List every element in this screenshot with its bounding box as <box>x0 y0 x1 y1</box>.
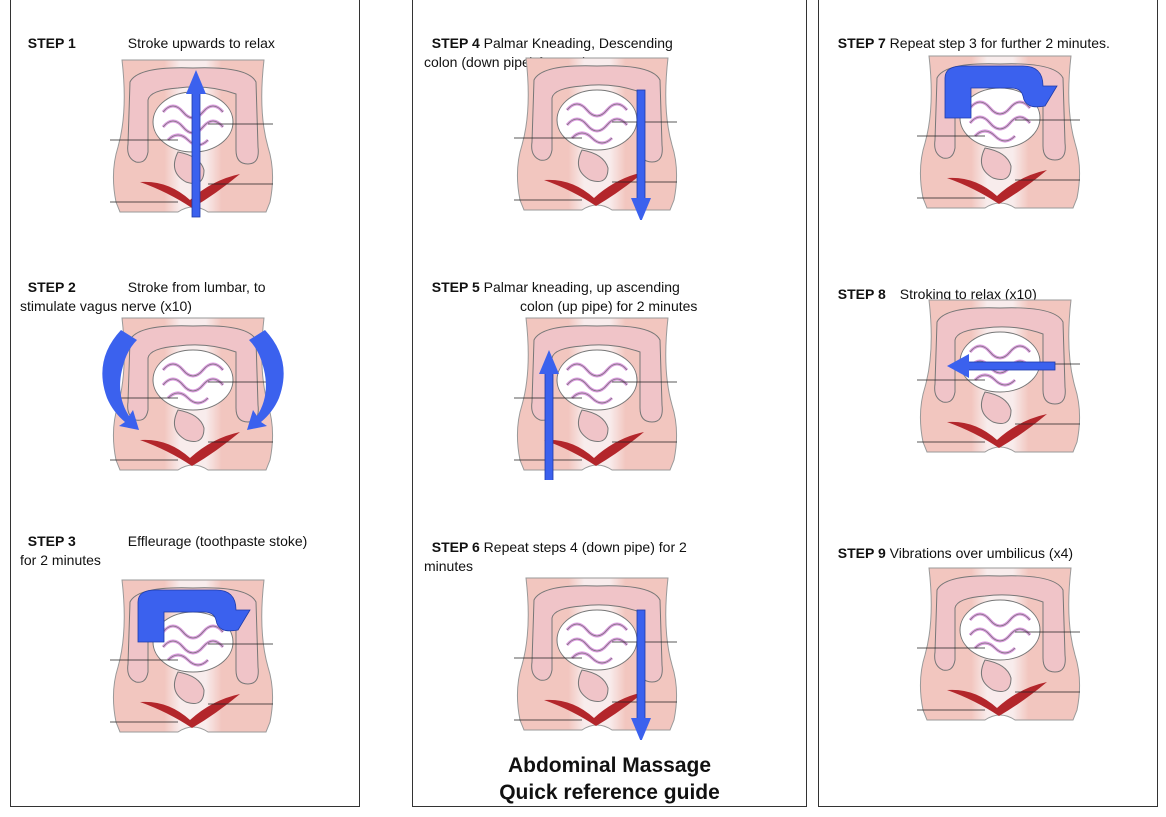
step-text: Stroke from lumbar, to <box>128 279 266 295</box>
step-4-figure <box>512 50 682 220</box>
step-label: STEP 4 <box>432 35 480 51</box>
step-label: STEP 2 <box>28 279 76 295</box>
step-text: Effleurage (toothpaste stoke) <box>128 533 308 549</box>
step-8-figure <box>915 292 1085 462</box>
step-text: Stroke upwards to relax <box>128 35 275 51</box>
step-label: STEP 7 <box>838 35 886 51</box>
step-6-figure <box>512 570 682 740</box>
guide-title-line-1: Abdominal Massage <box>412 752 807 779</box>
step-text: Palmar Kneading, Descending <box>484 35 673 51</box>
step-text: Palmar kneading, up ascending <box>484 279 680 295</box>
step-5-figure <box>512 310 682 480</box>
step-1-heading: STEP 1 Stroke upwards to relax <box>20 15 275 53</box>
step-label: STEP 5 <box>432 279 480 295</box>
step-label: STEP 9 <box>838 545 886 561</box>
step-text: Repeat steps 4 (down pipe) for 2 <box>484 539 687 555</box>
step-text: minutes <box>424 558 473 574</box>
step-6-heading: STEP 6 Repeat steps 4 (down pipe) for 2 m… <box>424 519 687 576</box>
step-label: STEP 3 <box>28 533 76 549</box>
step-7-figure <box>915 48 1085 218</box>
step-9-figure <box>915 560 1085 730</box>
step-text: for 2 minutes <box>20 552 101 568</box>
step-label: STEP 8 <box>838 286 886 302</box>
step-label: STEP 6 <box>432 539 480 555</box>
step-label: STEP 1 <box>28 35 76 51</box>
step-2-figure <box>93 310 293 492</box>
step-9-heading: STEP 9 Vibrations over umbilicus (x4) <box>830 525 1073 563</box>
step-1-figure <box>108 52 278 222</box>
step-3-heading: STEP 3 Effleurage (toothpaste stoke) for 2… <box>20 513 307 570</box>
guide-title: Abdominal Massage Quick reference guide <box>412 752 807 806</box>
step-3-figure <box>108 572 278 744</box>
step-text: Vibrations over umbilicus (x4) <box>890 545 1073 561</box>
guide-title-line-2: Quick reference guide <box>412 779 807 806</box>
